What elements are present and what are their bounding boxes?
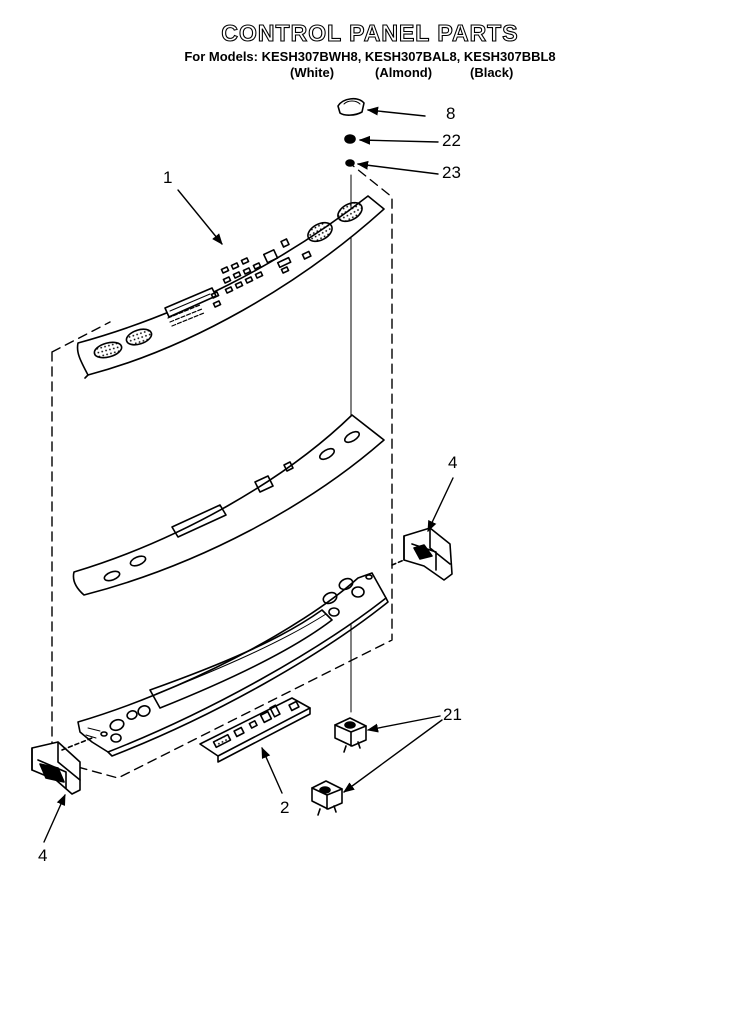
knob-spring — [344, 134, 356, 144]
callout-2: 2 — [280, 798, 290, 817]
callout-22: 22 — [442, 131, 461, 150]
control-console — [77, 572, 389, 757]
leader-23 — [356, 160, 439, 175]
leader-1 — [177, 189, 223, 245]
panel-insulator — [72, 414, 385, 596]
leader-8 — [366, 106, 426, 117]
leader-21-upper — [366, 715, 441, 733]
leader-22 — [358, 135, 439, 145]
knob-adapter-upper — [334, 717, 367, 753]
callout-4-right: 4 — [448, 453, 458, 472]
leader-4-left — [43, 793, 66, 843]
callout-23: 23 — [442, 163, 461, 182]
model-numbers: For Models: KESH307BWH8, KESH307BAL8, KE… — [184, 49, 556, 64]
leader-2 — [261, 746, 283, 794]
color-note-white: (White) — [290, 65, 335, 80]
end-cap-left — [31, 741, 81, 795]
color-note-almond: (Almond) — [375, 65, 433, 80]
callout-1: 1 — [163, 168, 173, 187]
diagram-title: CONTROL PANEL PARTS — [221, 19, 519, 46]
leader-21-lower — [343, 719, 443, 793]
electronic-control-board — [199, 697, 311, 763]
callout-4-left: 4 — [38, 846, 48, 865]
leader-4-right — [427, 477, 454, 533]
knob-washer — [345, 159, 355, 167]
control-panel-overlay — [76, 195, 385, 379]
callout-8: 8 — [446, 104, 456, 123]
assembly-outline — [51, 164, 393, 779]
knob — [337, 97, 365, 116]
end-cap-right — [403, 527, 453, 581]
color-note-black: (Black) — [470, 65, 514, 80]
callout-21: 21 — [443, 705, 462, 724]
knob-adapter-lower — [311, 780, 343, 816]
